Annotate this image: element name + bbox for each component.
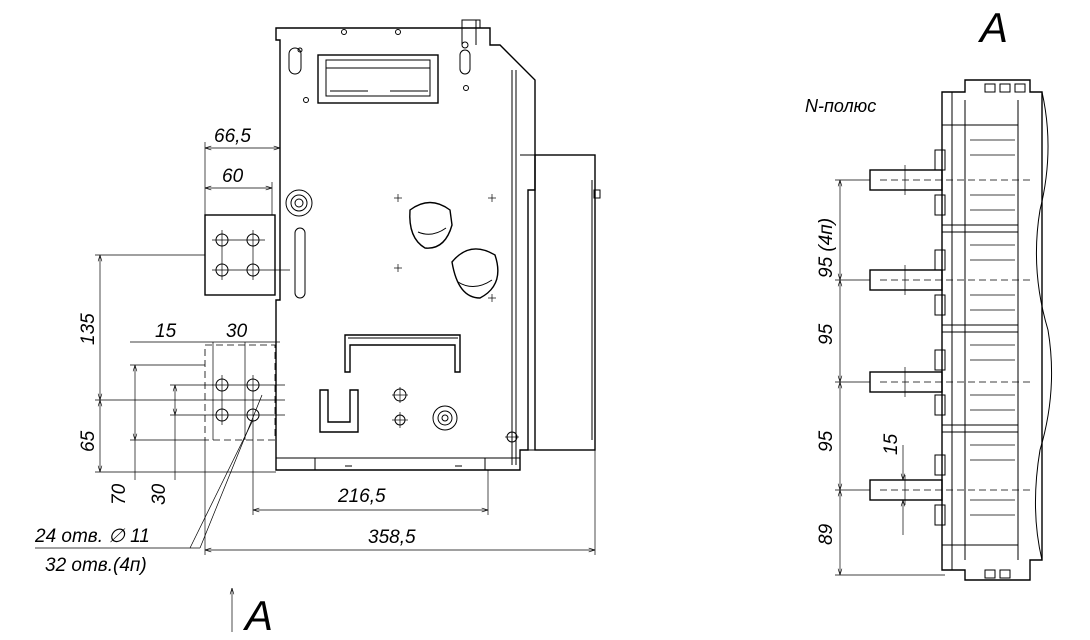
dim-216-5: 216,5 xyxy=(337,486,386,507)
dim-60: 60 xyxy=(222,166,244,187)
holes-note-1: 24 отв. ∅ 11 xyxy=(34,526,150,547)
mounting-bolt xyxy=(285,189,313,217)
front-view xyxy=(204,19,601,471)
dim-89: 89 xyxy=(816,523,837,545)
upper-terminal xyxy=(204,214,276,296)
dim-65: 65 xyxy=(78,430,99,452)
dim-15-h: 15 xyxy=(155,321,177,342)
view-label-top: A xyxy=(977,4,1008,51)
housing-outline xyxy=(275,27,536,471)
dim-135: 135 xyxy=(78,313,99,345)
dim-70: 70 xyxy=(109,483,130,505)
cam-upper xyxy=(409,201,453,249)
handle xyxy=(344,334,461,373)
dim-95-b: 95 xyxy=(816,430,837,452)
side-view: A N-полюс xyxy=(805,4,1053,581)
dim-95-a: 95 xyxy=(816,323,837,345)
top-window xyxy=(317,54,439,104)
side-box xyxy=(534,154,596,451)
dim-30-h: 30 xyxy=(226,321,248,342)
front-dimensions: 66,5 60 135 65 15 30 70 30 21 xyxy=(34,126,596,639)
dim-358-5: 358,5 xyxy=(368,527,416,548)
u-slot xyxy=(319,389,359,433)
dim-95-4p: 95 (4п) xyxy=(816,218,837,278)
holes-note-2: 32 отв.(4п) xyxy=(45,555,147,576)
dim-15-side: 15 xyxy=(881,433,902,455)
cam-lower xyxy=(451,248,499,299)
dim-30-v: 30 xyxy=(149,483,170,505)
view-label-bottom: A xyxy=(242,592,273,639)
dim-66-5: 66,5 xyxy=(214,126,251,147)
pole-label: N-полюс xyxy=(805,96,876,116)
